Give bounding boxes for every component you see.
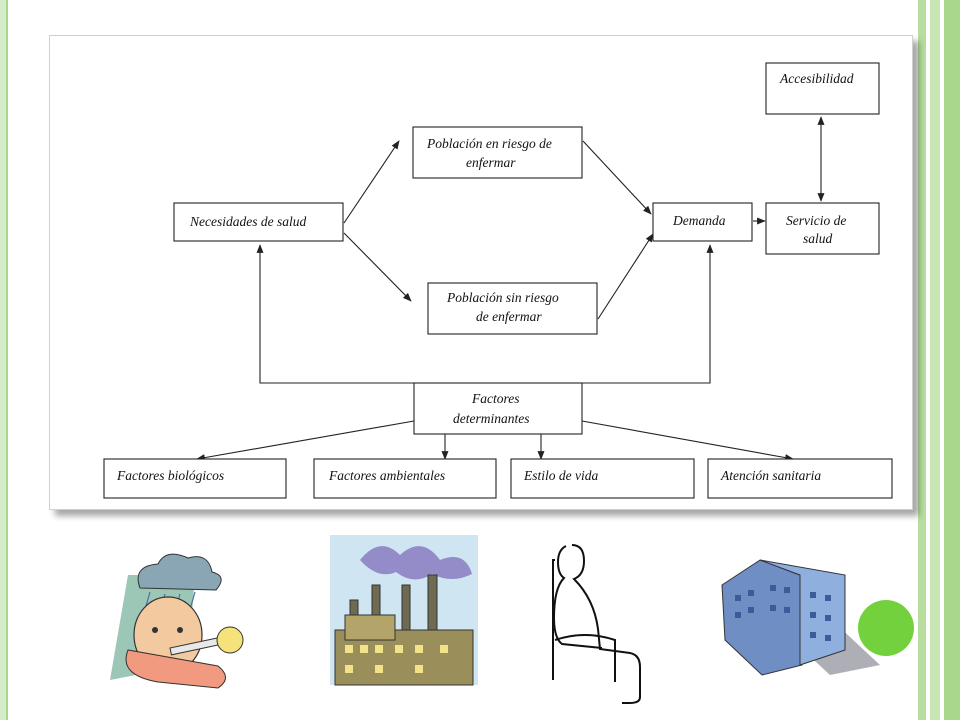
slide-frame-right [918,0,960,720]
svg-text:determinantes: determinantes [453,411,530,426]
diagram-panel: Accesibilidad Población en riesgo de enf… [49,35,913,510]
svg-text:Población sin riesgo: Población sin riesgo [446,290,559,305]
svg-text:salud: salud [803,231,833,246]
svg-text:Atención sanitaria: Atención sanitaria [720,468,821,483]
arrow-necesidades-to-poblacion-sin-riesgo [343,232,412,302]
node-factores-ambientales: Factores ambientales [313,458,497,499]
node-demanda: Demanda [652,202,753,242]
seated-person-illustration [552,544,641,704]
svg-text:Estilo de vida: Estilo de vida [523,468,598,483]
slide-frame-left [0,0,8,720]
node-factores-biologicos: Factores biológicos [103,458,287,499]
svg-text:Servicio de: Servicio de [786,213,846,228]
node-atencion-sanitaria: Atención sanitaria [707,458,893,499]
arrow-to-factores-biologicos [196,420,415,462]
connectors [196,116,825,462]
node-factores-determinantes: Factores determinantes [413,382,583,435]
svg-text:Necesidades de salud: Necesidades de salud [189,214,306,229]
svg-text:Población en riesgo de: Población en riesgo de [426,136,552,151]
arrow-to-atencion-sanitaria [581,420,794,462]
node-accesibilidad: Accesibilidad [765,62,880,115]
svg-text:enfermar: enfermar [466,155,516,170]
arrow-poblacion-sin-riesgo-to-demanda [597,233,654,320]
health-demand-diagram: Accesibilidad Población en riesgo de enf… [103,62,893,499]
hospital-building-illustration [721,559,880,676]
svg-text:Factores biológicos: Factores biológicos [116,468,224,483]
green-circle-decoration [858,600,914,656]
node-poblacion-sin-riesgo: Población sin riesgo de enfermar [427,282,598,335]
svg-text:de enfermar: de enfermar [476,309,542,324]
line-factores-to-demanda [582,244,714,384]
node-estilo-vida: Estilo de vida [510,458,695,499]
node-necesidades-salud: Necesidades de salud [173,202,344,242]
svg-text:Factores ambientales: Factores ambientales [328,468,445,483]
arrow-poblacion-riesgo-to-demanda [582,140,652,215]
sick-person-illustration [110,553,244,689]
svg-text:Factores: Factores [471,391,520,406]
svg-text:Demanda: Demanda [672,213,726,228]
node-servicio-salud: Servicio de salud [765,202,880,255]
node-poblacion-riesgo: Población en riesgo de enfermar [412,126,583,179]
arrow-necesidades-to-poblacion-riesgo [343,140,400,224]
line-factores-to-necesidades [256,244,414,384]
svg-text:Accesibilidad: Accesibilidad [779,71,854,86]
factory-illustration [330,535,478,686]
